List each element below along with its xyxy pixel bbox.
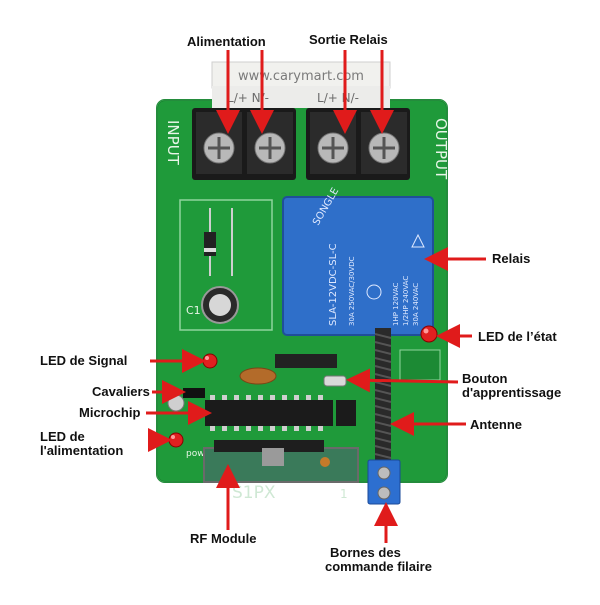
output-terminal-text: L/+ N/- xyxy=(317,91,359,105)
label-rf-module: RF Module xyxy=(190,531,257,546)
label-led-etat: LED de l’état xyxy=(478,329,557,344)
board-url: www.carymart.com xyxy=(238,69,364,84)
label-bornes-line1: Bornes des xyxy=(330,545,401,560)
wired-control-terminal xyxy=(367,459,401,505)
screw-terminal-icon xyxy=(203,132,400,164)
learning-button xyxy=(323,375,347,387)
power-silk: power xyxy=(186,449,214,459)
antenna-coil xyxy=(374,328,392,468)
label-microchip: Microchip xyxy=(79,405,141,420)
label-led-alimentation-line1: LED de xyxy=(40,429,85,444)
header-pins xyxy=(275,349,441,381)
label-led-signal: LED de Signal xyxy=(40,353,128,368)
output-silk-label: OUTPUT xyxy=(432,118,450,180)
red-arrow-icon xyxy=(146,50,486,543)
small-chip xyxy=(336,400,356,426)
relay: SONGLE SLA-12VDC-SL-C 30A 250VAC/30VDC 1… xyxy=(282,186,434,336)
label-relais: Relais xyxy=(492,251,531,266)
label-led-alimentation-line2: l'alimentation xyxy=(40,443,124,458)
relay-rating-3: 1/2HP 240VAC xyxy=(402,276,410,326)
relay-model: SLA-12VDC-SL-C xyxy=(328,243,339,326)
diode xyxy=(204,208,216,276)
label-bouton-line1: Bouton xyxy=(462,371,508,386)
label-sortie-relais: Sortie Relais xyxy=(309,32,388,47)
label-alimentation: Alimentation xyxy=(187,34,266,49)
rf-module-silk: S1PX xyxy=(232,483,276,503)
label-cavaliers: Cavaliers xyxy=(92,384,150,399)
label-bouton-line2: d'apprentissage xyxy=(462,385,562,400)
power-led xyxy=(168,432,184,448)
microchip xyxy=(205,395,333,431)
relay-rating-1: 30A 250VAC/30VDC xyxy=(348,256,356,326)
input-silk-label: INPUT xyxy=(164,120,182,166)
ceramic-capacitor xyxy=(239,367,277,385)
url-strip xyxy=(211,61,391,89)
label-antenne: Antenne xyxy=(470,417,522,432)
relay-rating-2: 1HP 120VAC xyxy=(392,282,400,326)
power-section-outline xyxy=(179,199,273,331)
signal-led xyxy=(202,353,218,369)
capacitor-silk: C1 xyxy=(186,304,201,317)
capacitor-c1 xyxy=(201,286,239,324)
pin-silk: 1 xyxy=(340,487,348,501)
input-terminal-text: L/+ N/- xyxy=(227,91,269,105)
relay-rating-4: 30A 240VAC xyxy=(412,283,420,326)
label-bornes-line2: commande filaire xyxy=(325,559,432,574)
led-icon xyxy=(420,325,438,343)
